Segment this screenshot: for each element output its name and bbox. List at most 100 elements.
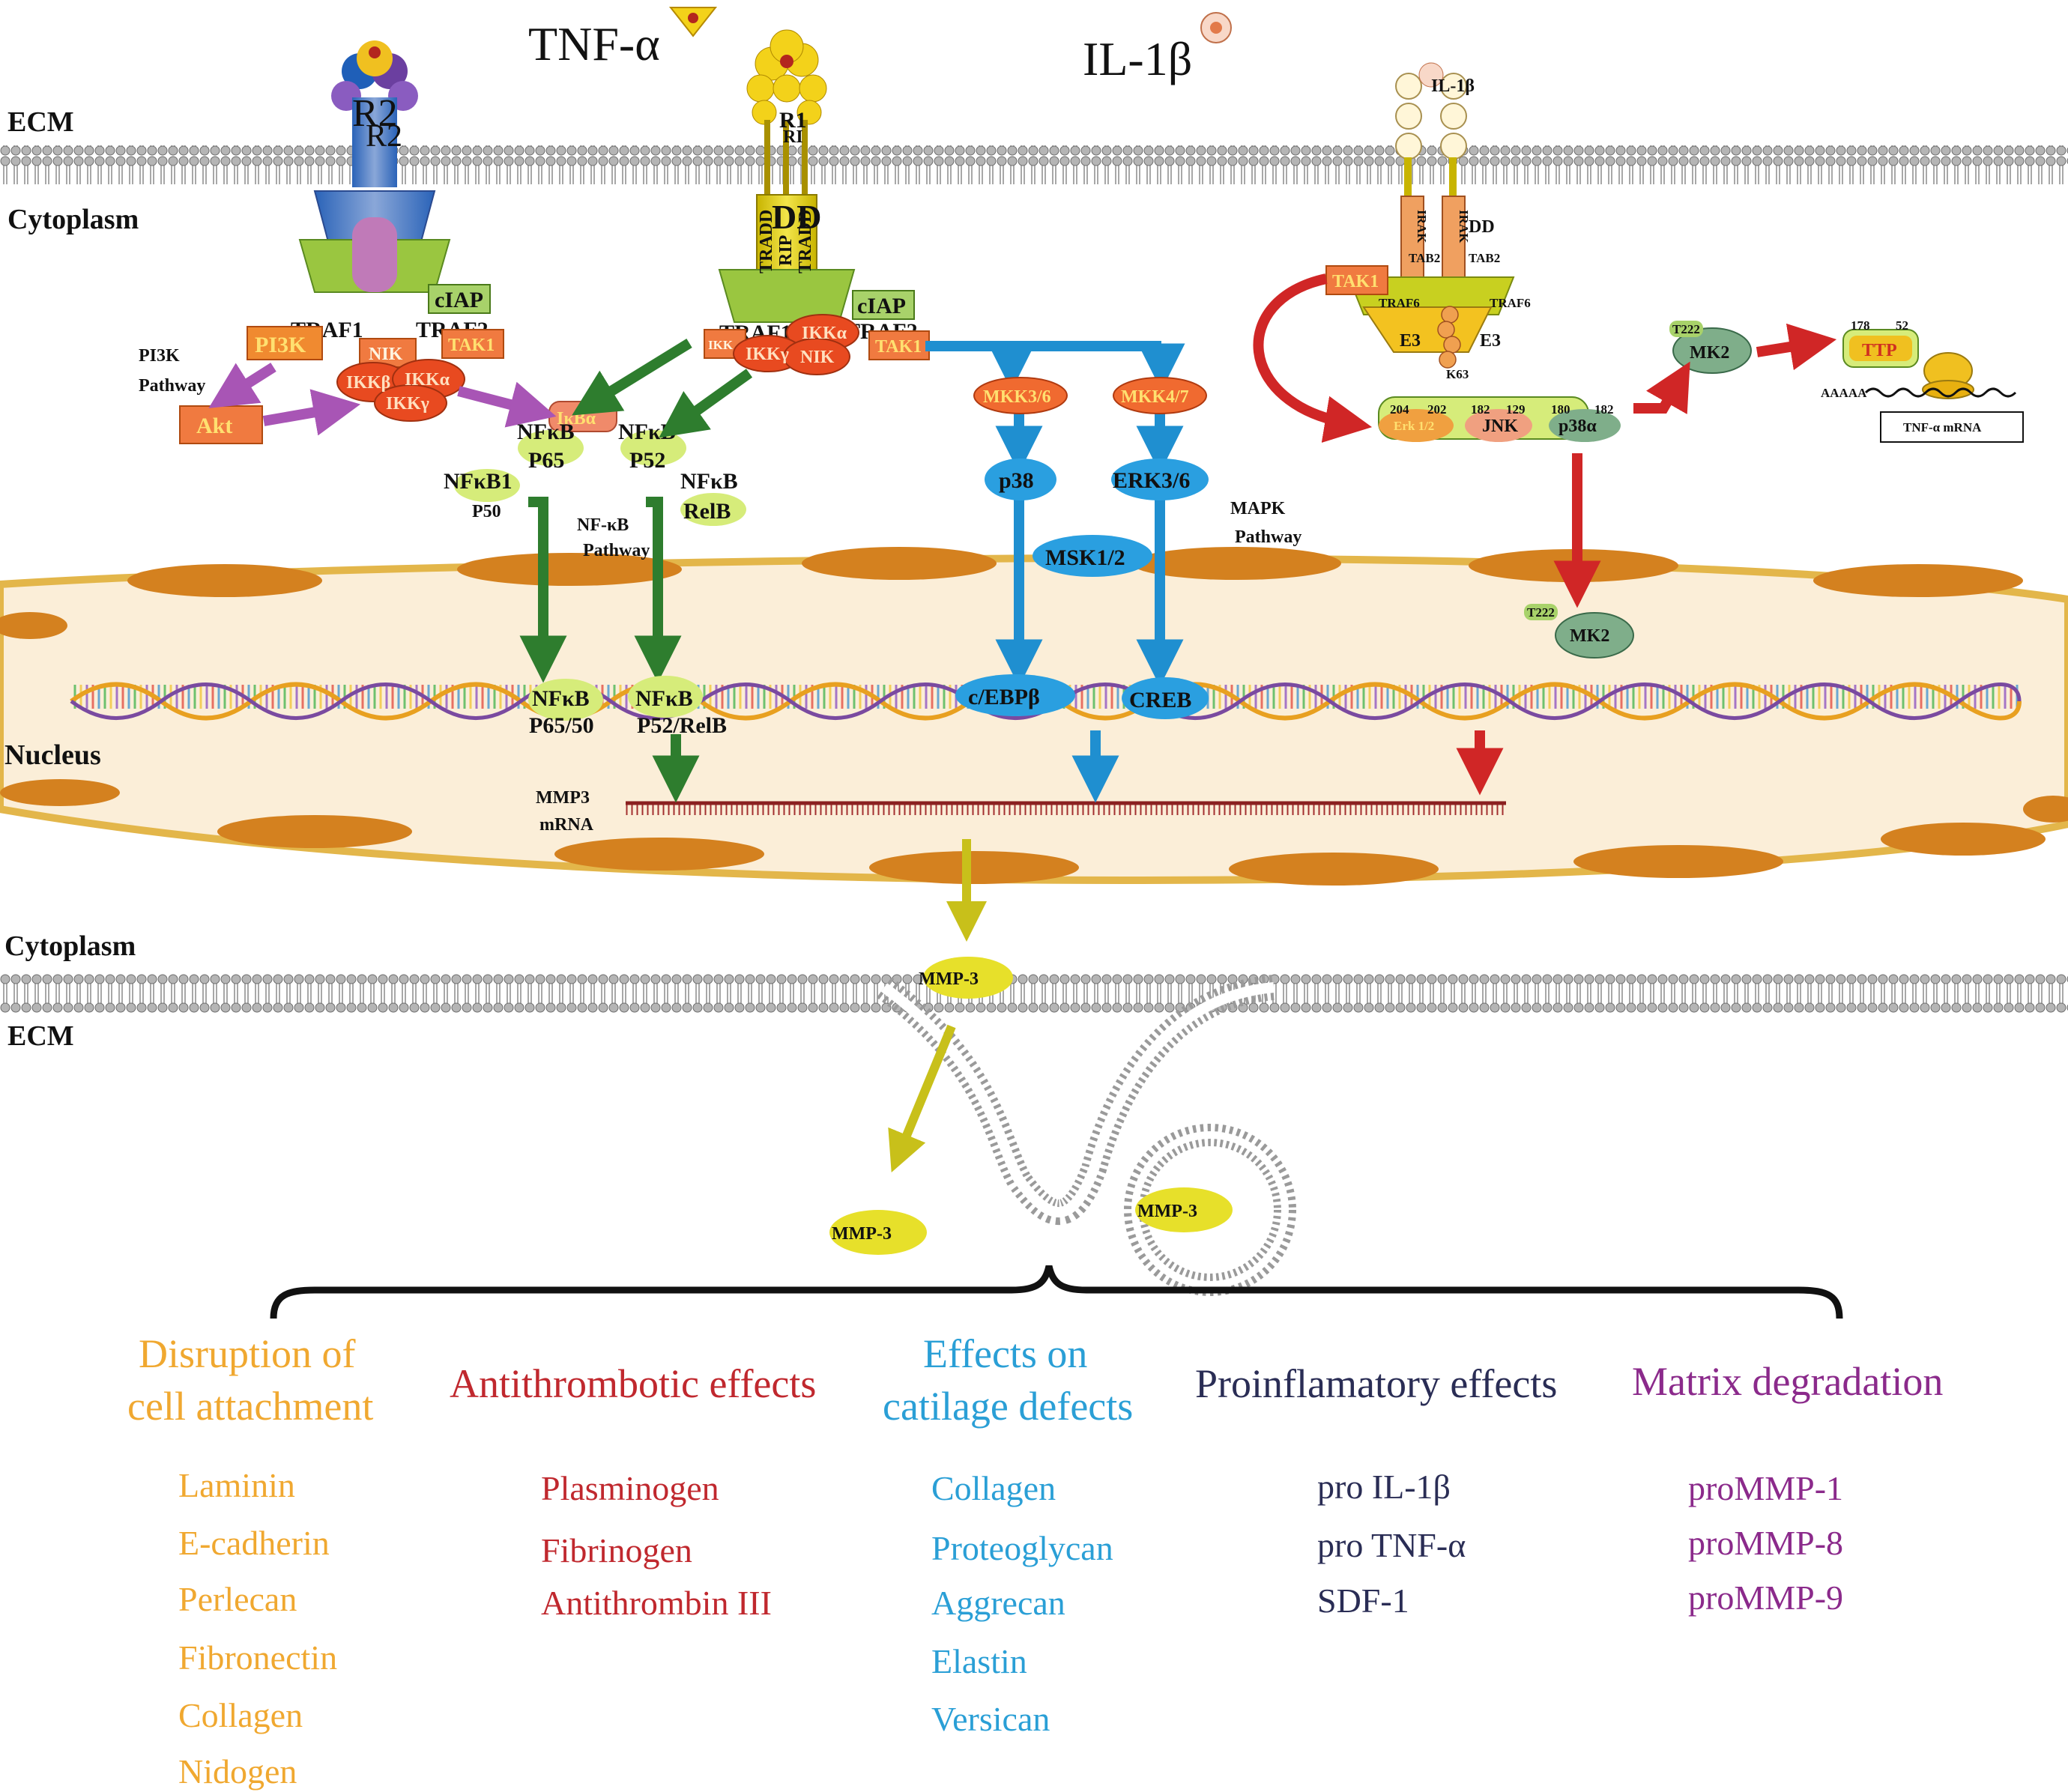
plasma-membrane-top [0,145,2068,184]
svg-text:MMP-3: MMP-3 [919,969,979,989]
nfkb-p52relb-ellipse [628,676,703,718]
tak1-left-node: TAK1 [441,329,504,359]
nfkb-pathway-label: NF-κB [577,515,629,535]
mmp3-node-cytoplasm: MMP-3 [919,957,1013,999]
irak-label-2: IRAK [1457,210,1471,243]
il1-beta-label: IL-1β [1083,32,1192,85]
effect-category-cartilage: Effects on catilage defects Collagen Pro… [883,1331,1133,1738]
svg-text:TRADD: TRADD [796,210,815,273]
site-202: 202 [1427,402,1447,417]
erk36-node: ERK3/6 [1111,458,1209,500]
effect-item: proMMP-8 [1688,1524,1843,1562]
site-204: 204 [1390,402,1409,417]
effect-title: Matrix degradation [1632,1359,1943,1404]
nfkb-relb-ellipse [680,493,746,526]
ciap-mid: cIAP [852,290,915,320]
akt-node: Akt [179,405,263,444]
svg-text:T222: T222 [1527,605,1555,620]
mapk-complex-right [1378,396,1621,442]
ribosome-icon [1922,352,1974,399]
p38-node: p38 [985,458,1056,500]
creb-node: CREB [1122,677,1209,719]
svg-text:MMP-3: MMP-3 [832,1224,892,1244]
site-129: 129 [1506,402,1526,417]
tnf-receptor-1 [718,29,856,323]
effect-item: Perlecan [178,1580,297,1618]
il1-red-arrows [1253,273,1837,796]
svg-text:MSK1/2: MSK1/2 [1045,545,1125,570]
receptor-label-r1b: R1 [779,108,807,133]
pi3k-purple-arrows [208,363,557,436]
effect-item: pro IL-1β [1317,1468,1451,1506]
region-label-ecm-top: ECM [7,106,74,138]
svg-text:TTP: TTP [1862,341,1897,360]
mapk-pathway-label: MAPK [1230,499,1286,518]
effect-item: proMMP-1 [1688,1469,1843,1507]
nfkb-relb-label-2: RelB [683,499,731,524]
nfkb-p65-label-2: P65 [528,448,564,473]
effect-item: Proteoglycan [931,1529,1113,1567]
effect-title: Proinflamatory effects [1195,1361,1557,1406]
nik-left-node: NIK [359,338,417,368]
nfkb1-ellipse [454,469,520,502]
site-182a: 182 [1471,402,1490,417]
nfkb-p52relb-label-1: NFκB [635,686,693,711]
pi3k-pathway-label-2: Pathway [139,376,205,396]
effect-item: Antithrombin III [541,1584,772,1622]
ikk-complex-mid: IKK IKKα IKKγ NIK [704,314,859,375]
il1-receptor [1347,62,1515,353]
svg-text:ERK3/6: ERK3/6 [1113,468,1190,493]
jnk-label: JNK [1482,417,1518,436]
svg-text:c/EBPβ: c/EBPβ [968,685,1040,709]
svg-text:TAK1: TAK1 [448,336,495,355]
svg-text:IKKα: IKKα [405,370,450,390]
msk12-node: MSK1/2 [1033,535,1152,577]
nfkb-p6550-label-2: P65/50 [529,713,594,738]
effect-category-proinflammatory: Proinflamatory effects pro IL-1β pro TNF… [1195,1361,1557,1620]
mapk-pathway-label-2: Pathway [1235,527,1301,547]
nfkb-p52-label-1: NFκB [618,420,676,444]
membrane-curve [876,975,1275,1226]
effect-title: catilage defects [883,1384,1133,1429]
svg-text:MKK4/7: MKK4/7 [1121,387,1189,407]
effect-title: Antithrombotic effects [450,1361,816,1406]
dd-mid-label: DD [772,198,821,236]
effect-item: Versican [931,1700,1050,1738]
nfkb-p6550-ellipse [528,679,603,721]
effect-title: Effects on [923,1331,1087,1376]
tradd-rip-vertical: TRADD RIP TRADD [757,210,815,273]
effect-item: SDF-1 [1317,1581,1409,1620]
mmp3-mrna-label-1: MMP3 [536,788,590,808]
svg-text:NIK: NIK [369,345,403,364]
tab2-label-a: TAB2 [1409,251,1440,265]
effect-item: Fibronectin [178,1638,337,1677]
site-182b: 182 [1594,402,1614,417]
tak1-right-node: TAK1 [1325,265,1388,295]
svg-text:TRADD: TRADD [757,210,776,273]
e3-label-b: E3 [1480,331,1501,351]
effect-category-matrix: Matrix degradation proMMP-1 proMMP-8 pro… [1632,1359,1943,1617]
ubiquitin-chain [1437,306,1461,369]
svg-text:MK2: MK2 [1690,343,1729,363]
tnf-alpha-label: TNF-α [528,17,660,70]
svg-text:p38: p38 [999,468,1034,493]
p50-label: P50 [472,502,501,521]
svg-text:IKKγ: IKKγ [386,394,429,414]
svg-text:TAK1: TAK1 [1332,272,1379,291]
svg-text:CREB: CREB [1129,688,1191,712]
region-label-nucleus: Nucleus [4,739,101,771]
mk2-node: T222 MK2 [1669,321,1752,374]
effects-curly-brace [270,1265,1843,1319]
svg-text:cIAP: cIAP [857,294,906,318]
svg-text:TAK1: TAK1 [875,337,922,357]
svg-text:T222: T222 [1672,322,1700,336]
pi3k-pathway-label: PI3K [139,346,180,366]
svg-text:TNF-α mRNA: TNF-α mRNA [1903,420,1982,435]
region-label-cytoplasm-top: Cytoplasm [7,204,139,235]
svg-text:MKK3/6: MKK3/6 [983,387,1051,407]
svg-text:52: 52 [1896,318,1908,333]
nfkb-p52relb-label-2: P52/RelB [637,713,727,738]
region-label-ecm-bottom: ECM [7,1020,74,1052]
effect-item: pro TNF-α [1317,1526,1466,1564]
